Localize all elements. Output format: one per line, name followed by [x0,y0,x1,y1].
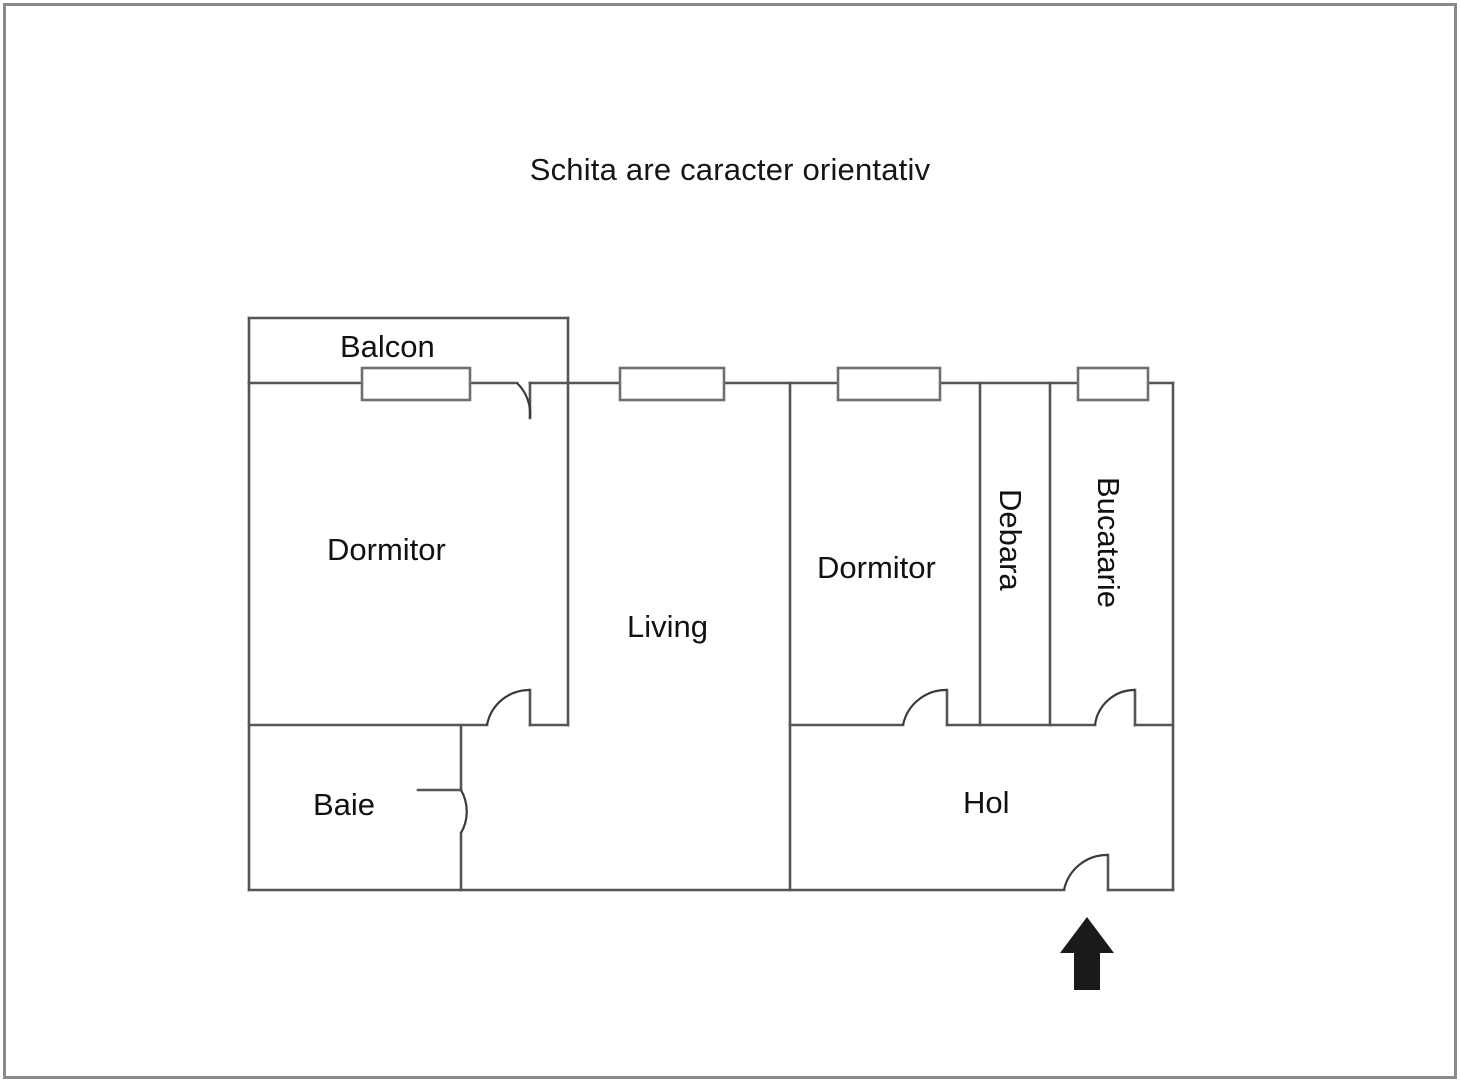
window-dormitor2 [836,366,942,402]
room-label-bucatarie: Bucatarie [1091,477,1126,608]
door-arc-bucatarie [1093,688,1136,726]
walls-group [247,316,1175,892]
windows-group [360,366,1150,402]
window-balcon [360,366,472,402]
window-living [618,366,726,402]
door-arc-baie [460,789,468,834]
entrance-arrow-icon [1060,917,1114,990]
room-label-debara: Debara [993,489,1028,591]
door-arc-dormitor1 [485,688,531,726]
room-label-balcon: Balcon [340,329,435,364]
door-arc-dormitor2 [901,688,948,726]
room-label-hol: Hol [963,785,1010,820]
page-title: Schita are caracter orientativ [529,152,931,187]
room-label-dormitor-2: Dormitor [817,550,936,585]
room-label-dormitor-1: Dormitor [327,532,446,567]
window-bucatarie [1076,366,1150,402]
room-label-baie: Baie [313,787,376,822]
door-swings-group [460,382,1136,891]
door-arc-entrance [1062,853,1109,891]
room-label-living: Living [627,609,708,644]
door-arc-balcon [516,382,532,419]
